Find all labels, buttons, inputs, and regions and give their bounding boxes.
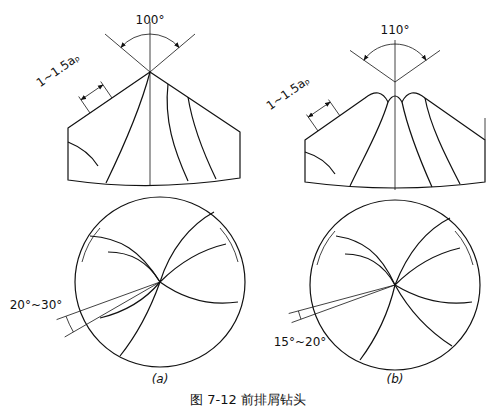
dimension-label: 1~1.5aₚ bbox=[264, 73, 312, 113]
dimension-label: 1~1.5aₚ bbox=[34, 50, 82, 90]
view-label: (b) bbox=[387, 372, 404, 386]
angle-label: 15°~20° bbox=[274, 335, 327, 349]
figure-caption: 图 7-12 前排屑钻头 bbox=[190, 393, 306, 407]
drill-a-side bbox=[68, 22, 240, 186]
drill-a-end bbox=[57, 197, 245, 367]
angle-label: 100° bbox=[136, 13, 165, 27]
drill-b-side bbox=[305, 40, 485, 190]
view-label: (a) bbox=[152, 372, 169, 386]
angle-label: 110° bbox=[381, 23, 410, 37]
angle-label: 20°~30° bbox=[10, 298, 63, 312]
